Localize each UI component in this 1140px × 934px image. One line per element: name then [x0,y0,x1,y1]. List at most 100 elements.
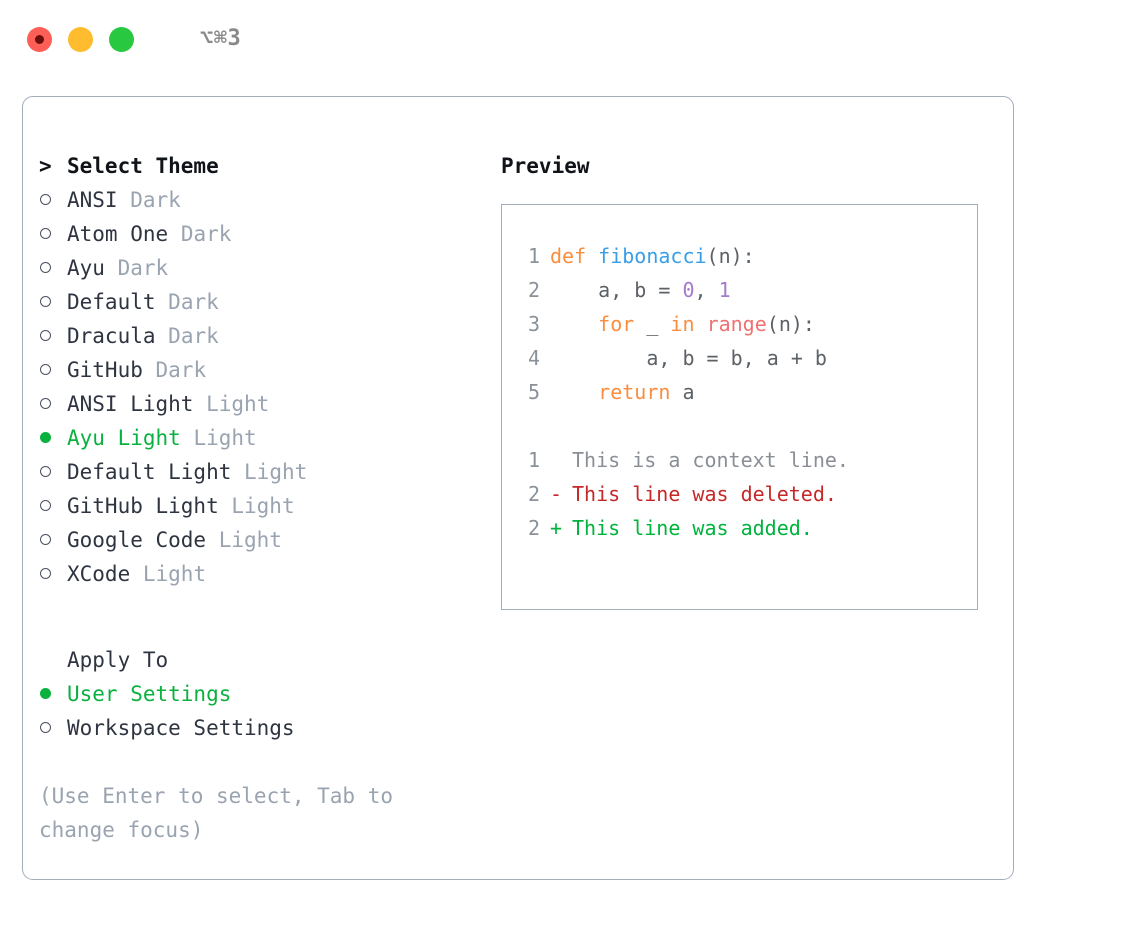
theme-kind-label: Dark [168,324,219,348]
theme-label-space [156,319,169,353]
theme-label-space [130,557,143,591]
diff-line-text: This line was added. [572,516,813,540]
theme-name-label: Dracula [67,324,156,348]
code-token: 0 [682,278,695,302]
theme-label-space [219,489,232,523]
code-line-text: return a [550,375,695,409]
code-line-text: a, b = b, a + b [550,341,827,375]
theme-label-space [206,523,219,557]
code-line-text: for _ in range(n): [550,307,815,341]
code-line-number: 5 [527,380,540,404]
theme-list-item[interactable]: Default Light Light [39,455,459,489]
theme-list-item[interactable]: ANSI Light Light [39,387,459,421]
apply-to-option-label: User Settings [67,682,232,706]
diff-line: 2 + This line was added. [516,511,977,545]
theme-name-label: GitHub [67,358,143,382]
minimize-button[interactable] [68,26,93,52]
theme-list-item[interactable]: Default Dark [39,285,459,319]
diff-marker: + [550,516,563,540]
theme-list-item[interactable]: Dracula Dark [39,319,459,353]
close-button[interactable] [27,26,52,52]
apply-to-option[interactable]: User Settings [39,677,459,711]
theme-kind-label: Light [244,460,308,484]
theme-name-label: Atom One [67,222,169,246]
diff-line: 2-This line was deleted. [516,477,977,511]
theme-label-space [105,251,118,285]
code-line: 3 for _ in range(n): [516,307,977,341]
code-token: _ [634,312,671,336]
help-hint-text: (Use Enter to select, Tab to change focu… [39,784,394,842]
code-line-number: 3 [527,312,540,336]
apply-to-header-label: Apply To [67,648,169,672]
theme-list-item[interactable]: Google Code Light [39,523,459,557]
cursor-prefix-icon: > [39,154,52,178]
code-token: a [670,380,695,404]
code-token [586,244,598,268]
theme-kind-label: Light [218,528,282,552]
apply-to-option-label: Workspace Settings [67,716,295,740]
theme-name-label: ANSI [67,188,118,212]
diff-line-text: This is a context line. [572,448,849,472]
theme-label-space [193,387,206,421]
theme-name-label: Ayu Light [67,426,181,450]
theme-name-label: ANSI Light [67,392,194,416]
theme-kind-label: Dark [155,358,207,382]
theme-kind-label: Light [142,562,207,586]
select-theme-header: > Select Theme [39,149,459,183]
code-token: (n): [766,312,815,336]
theme-list-item[interactable]: Ayu Dark [39,251,459,285]
code-token: 1 [718,278,731,302]
theme-list-item[interactable]: Atom One Dark [39,217,459,251]
code-line-text: a, b = 0, 1 [550,273,731,307]
theme-list-item[interactable]: ANSI Dark [39,183,459,217]
diff-line: 1 This is a context line. [516,443,977,477]
diff-sample: 1 This is a context line.2-This line was… [516,443,977,545]
diff-marker [550,443,572,477]
theme-name-label: GitHub Light [67,494,219,518]
apply-to-option[interactable]: Workspace Settings [39,711,459,745]
keyboard-shortcut-label: ⌥⌘3 [200,26,242,51]
code-line: 2 a, b = 0, 1 [516,273,977,307]
theme-name-label: Ayu [67,256,105,280]
theme-label-space [181,421,194,455]
diff-line-number: 2 [527,516,540,540]
theme-kind-label: Dark [168,290,219,314]
theme-list-item[interactable]: Ayu Light Light [39,421,459,455]
theme-kind-label: Dark [130,188,181,212]
code-line-text: def fibonacci(n): [550,239,755,273]
code-line-number: 2 [527,278,540,302]
diff-line-number: 1 [527,448,540,472]
theme-name-label: XCode [67,562,131,586]
code-token: return [598,380,671,404]
code-token: range [706,312,767,336]
theme-label-space [231,455,244,489]
theme-list-item[interactable]: XCode Light [39,557,459,591]
theme-label-space [156,285,169,319]
theme-name-label: Google Code [67,528,207,552]
theme-label-space [168,217,181,251]
diff-line-text: This line was deleted. [572,482,837,506]
maximize-button[interactable] [109,26,134,52]
theme-kind-label: Light [206,392,270,416]
theme-list-item[interactable]: GitHub Dark [39,353,459,387]
diff-marker: - [550,482,563,506]
theme-name-label: Default Light [67,460,232,484]
code-token: def [550,244,587,268]
code-token: for [598,312,635,336]
theme-kind-label: Light [193,426,257,450]
theme-kind-label: Dark [117,256,169,280]
theme-list-item[interactable]: GitHub Light Light [39,489,459,523]
code-token: (n): [706,244,755,268]
code-token: fibonacci [598,244,707,268]
select-theme-header-label: Select Theme [67,154,219,178]
code-token: a, b = [550,278,683,302]
